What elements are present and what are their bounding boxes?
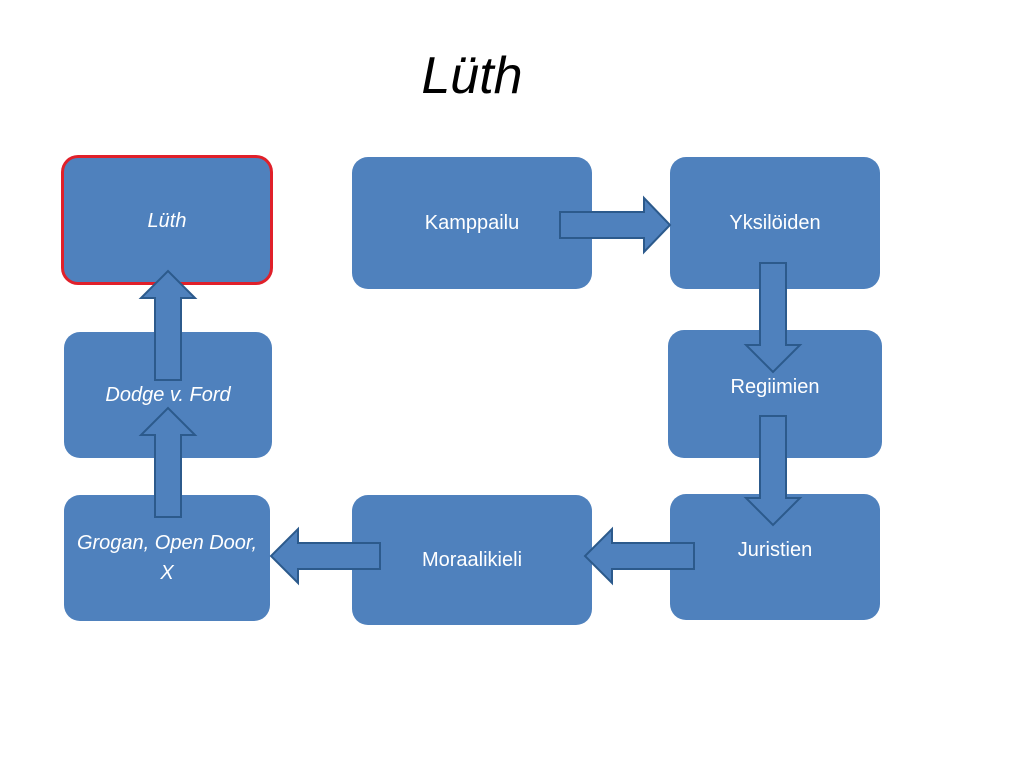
node-grogan-open-door: Grogan, Open Door, X bbox=[64, 495, 270, 621]
node-moraalikieli: Moraalikieli bbox=[352, 495, 592, 625]
node-kamppailu: Kamppailu bbox=[352, 157, 592, 289]
node-yksiloiden: Yksilöiden bbox=[670, 157, 880, 289]
slide-title: Lüth bbox=[421, 47, 523, 105]
node-juristien: Juristien bbox=[670, 494, 880, 620]
node-luth: Lüth bbox=[62, 156, 272, 284]
node-dodge-v-ford: Dodge v. Ford bbox=[64, 332, 272, 458]
node-regiimien: Regiimien bbox=[668, 330, 882, 458]
